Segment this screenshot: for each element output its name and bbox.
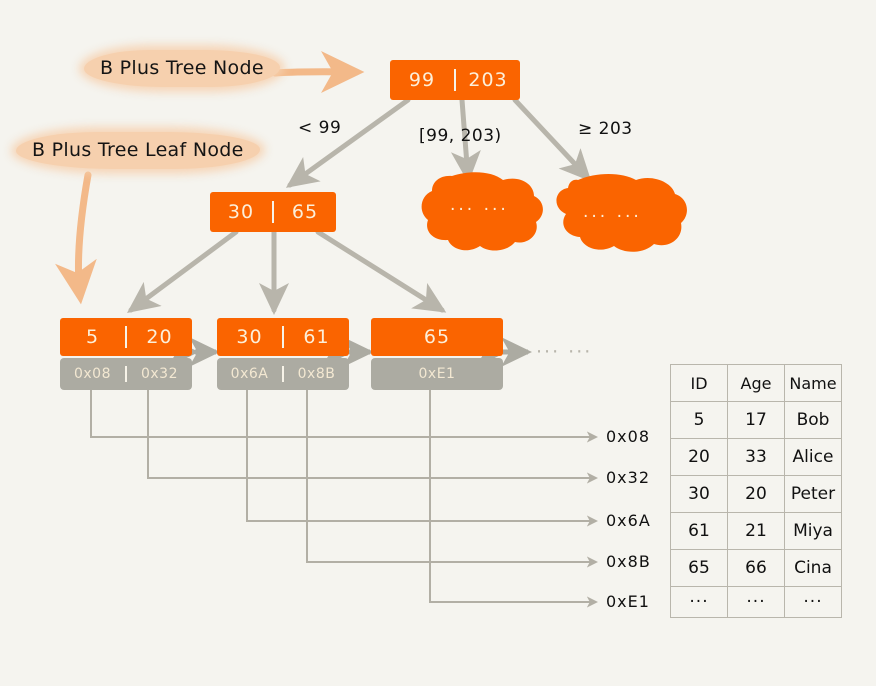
record-ellipsis-id: ··· — [670, 586, 728, 618]
leaf-3-pointer-0: 0xE1 — [418, 366, 456, 382]
table-row: 65 66 Cina — [670, 549, 842, 587]
record-2-name: Peter — [784, 475, 842, 513]
record-4-age: 66 — [727, 549, 785, 587]
record-4-id: 65 — [670, 549, 728, 587]
edge-root-left — [285, 97, 411, 188]
record-3-id: 61 — [670, 512, 728, 550]
record-3-name: Miya — [784, 512, 842, 550]
record-0-name: Bob — [784, 401, 842, 439]
record-ellipsis-age: ··· — [727, 586, 785, 618]
edge-label-gte-203: ≥ 203 — [578, 119, 633, 139]
record-link-0x6A — [246, 390, 599, 527]
record-address-0x6A: 0x6A — [606, 511, 651, 530]
leaf-2-pointer-1: 0x8B — [282, 366, 349, 382]
leaf-3-pointers[interactable]: 0xE1 — [371, 358, 503, 390]
record-3-age: 21 — [727, 512, 785, 550]
record-0-age: 17 — [727, 401, 785, 439]
edge-label-range-99-203: [99, 203) — [419, 126, 502, 146]
record-1-id: 20 — [670, 438, 728, 476]
leaf-2-key-1: 61 — [282, 326, 349, 348]
record-link-0xE1 — [429, 390, 599, 608]
record-4-name: Cina — [784, 549, 842, 587]
leaf-2-key-0: 30 — [236, 326, 263, 348]
record-link-0x08 — [90, 390, 599, 443]
leaf-1-pointers[interactable]: 0x08 0x32 — [60, 358, 192, 390]
leaf-1[interactable]: 5 20 — [60, 318, 192, 356]
edge-internal-leaf1 — [126, 229, 239, 313]
record-address-0x32: 0x32 — [606, 468, 651, 487]
leaf-1-key-0: 5 — [85, 326, 100, 348]
annotation-arrow-leaf — [55, 171, 97, 305]
record-0-id: 5 — [670, 401, 728, 439]
record-2-age: 20 — [727, 475, 785, 513]
internal-node-key-0: 30 — [227, 201, 255, 223]
annotation-leaf-node-label: B Plus Tree Leaf Node — [16, 132, 260, 169]
cloud-right-ellipsis: ··· ··· — [583, 207, 642, 227]
leaf-1-pointer-1: 0x32 — [125, 366, 192, 382]
record-address-0x08: 0x08 — [606, 427, 651, 446]
record-table-header-name: Name — [784, 364, 842, 402]
internal-node[interactable]: 30 65 — [210, 192, 336, 232]
record-table-header-age: Age — [727, 364, 785, 402]
table-row: 5 17 Bob — [670, 401, 842, 439]
leaf-chain-ellipsis: ··· ··· — [536, 341, 593, 363]
internal-node-key-1: 65 — [272, 201, 336, 223]
record-link-0x8B — [306, 390, 599, 568]
table-row: 30 20 Peter — [670, 475, 842, 513]
leaf-2[interactable]: 30 61 — [217, 318, 349, 356]
leaf-3-key-0: 65 — [423, 326, 451, 348]
leaf-2-pointer-0: 0x6A — [230, 366, 269, 382]
edge-label-less-than-99: < 99 — [298, 118, 342, 138]
record-link-0x32 — [147, 390, 599, 484]
edge-internal-leaf3 — [315, 229, 447, 313]
record-table: ID Age Name 5 17 Bob 20 33 Alice 30 20 P… — [670, 364, 842, 618]
annotation-internal-node-label: B Plus Tree Node — [84, 50, 280, 87]
record-address-0xE1: 0xE1 — [606, 592, 650, 611]
table-row-ellipsis: ··· ··· ··· — [670, 586, 842, 618]
record-1-age: 33 — [727, 438, 785, 476]
record-table-header-row: ID Age Name — [670, 364, 842, 402]
leaf-1-key-1: 20 — [125, 326, 192, 348]
cloud-middle-ellipsis: ··· ··· — [450, 200, 509, 220]
edge-root-right — [512, 97, 592, 182]
record-1-name: Alice — [784, 438, 842, 476]
root-node[interactable]: 99 203 — [390, 60, 520, 100]
root-node-key-1: 203 — [454, 69, 520, 91]
leaf-1-pointer-0: 0x08 — [73, 366, 111, 382]
annotation-arrow-internal — [271, 50, 365, 93]
record-table-header-id: ID — [670, 364, 728, 402]
leaf-2-pointers[interactable]: 0x6A 0x8B — [217, 358, 349, 390]
leaf-3[interactable]: 65 — [371, 318, 503, 356]
record-address-0x8B: 0x8B — [606, 552, 651, 571]
root-node-key-0: 99 — [408, 69, 436, 91]
table-row: 61 21 Miya — [670, 512, 842, 550]
table-row: 20 33 Alice — [670, 438, 842, 476]
record-2-id: 30 — [670, 475, 728, 513]
record-ellipsis-name: ··· — [784, 586, 842, 618]
